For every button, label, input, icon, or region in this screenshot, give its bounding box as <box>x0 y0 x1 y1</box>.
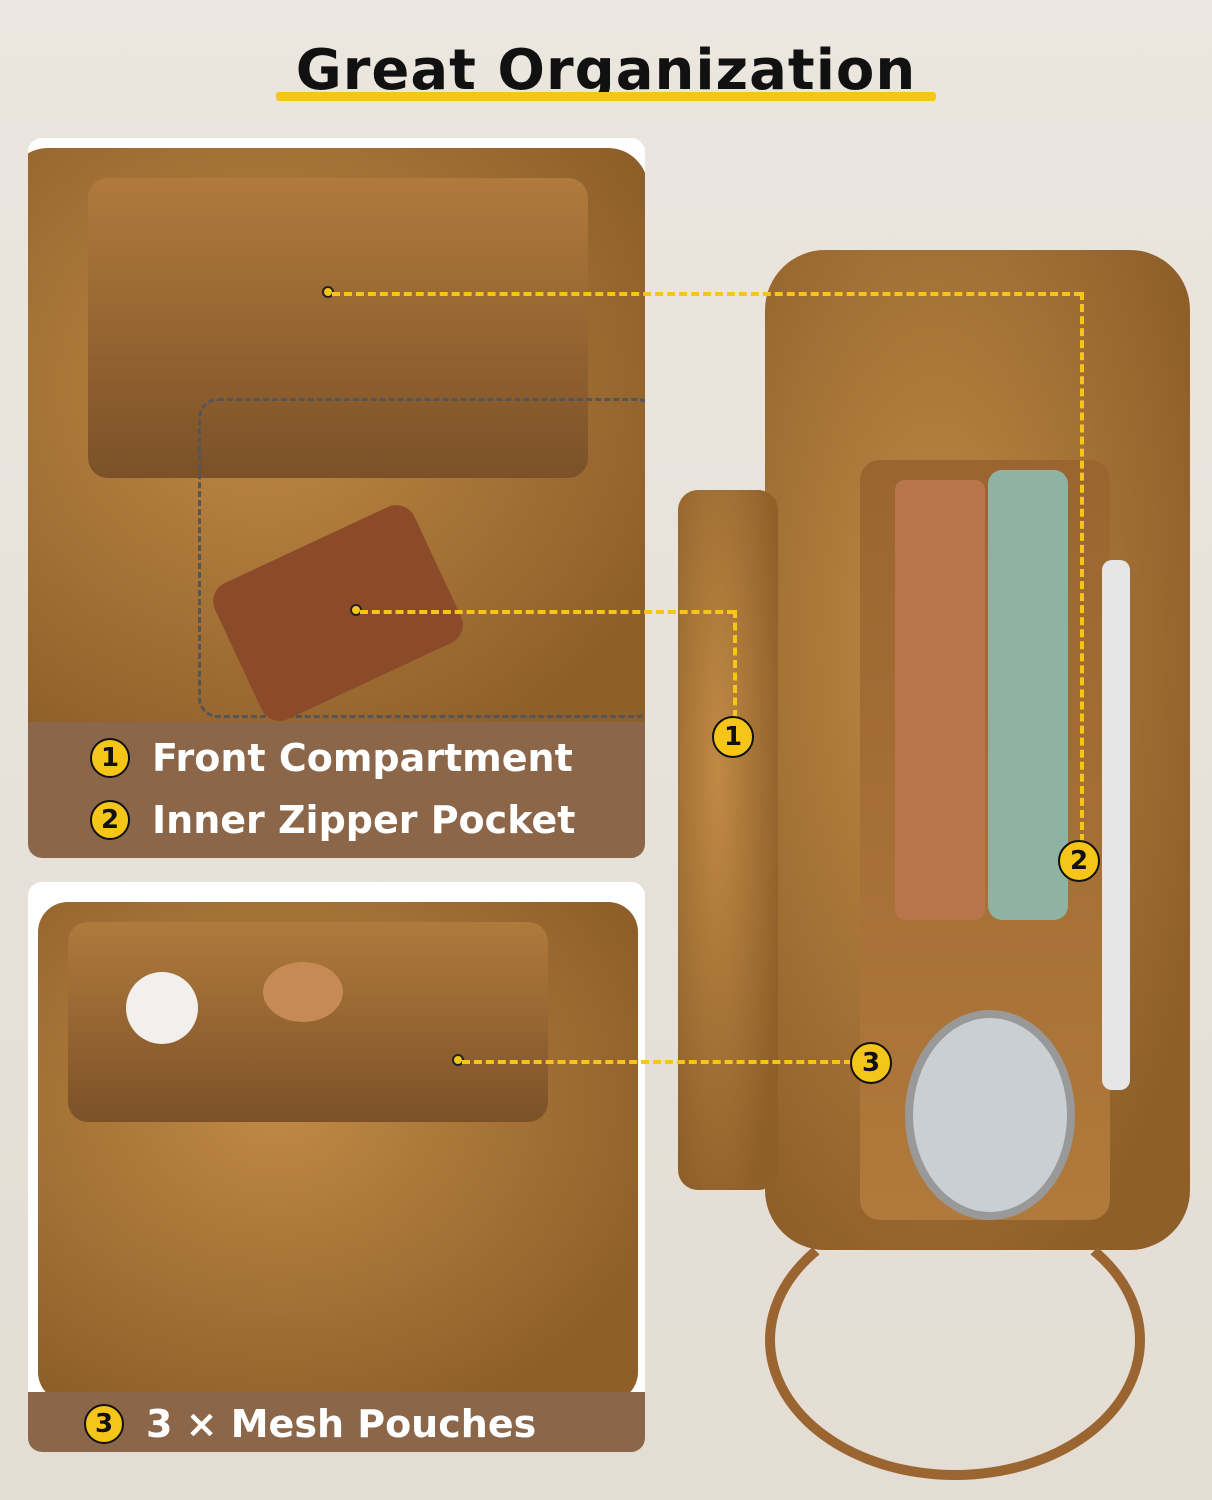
marker-2: 2 <box>1058 840 1100 882</box>
badge-1: 1 <box>90 738 130 778</box>
card-bottom: 3 3 × Mesh Pouches <box>28 882 645 1452</box>
card-top: 1 Front Compartment 2 Inner Zipper Pocket <box>28 138 645 858</box>
photo-bag-open-pouches <box>28 882 645 1392</box>
feature-label-3: 3 × Mesh Pouches <box>146 1402 537 1446</box>
badge-3: 3 <box>84 1404 124 1444</box>
jar-image <box>263 962 343 1022</box>
label-band-bottom: 3 3 × Mesh Pouches <box>28 1392 645 1452</box>
feature-label-1: Front Compartment <box>152 736 573 780</box>
badge-2: 2 <box>90 800 130 840</box>
feature-label-2: Inner Zipper Pocket <box>152 798 576 842</box>
marker-3: 3 <box>850 1042 892 1084</box>
brush-image <box>126 972 198 1044</box>
label-band-top: 1 Front Compartment 2 Inner Zipper Pocket <box>28 722 645 858</box>
marker-1: 1 <box>712 716 754 758</box>
title-underline <box>276 92 936 101</box>
photo-bag-open-top <box>28 138 645 722</box>
